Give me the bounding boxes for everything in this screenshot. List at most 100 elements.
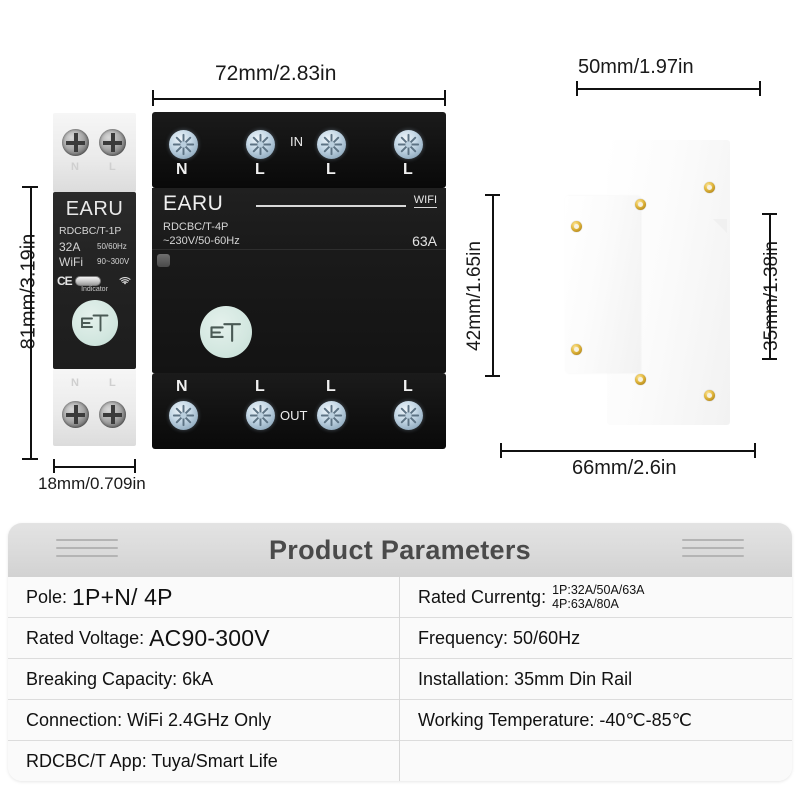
out-label-4p: OUT [280, 408, 308, 423]
param-value: AC90-300V [149, 624, 270, 651]
current-label-1p: 32A [59, 240, 81, 254]
et-logo-icon [210, 322, 242, 342]
terminal-block-top-4p: IN N L L L [152, 112, 446, 188]
param-row-breaking-capacity: Breaking Capacity: 6kA [8, 659, 399, 700]
parameters-body: Pole: 1P+N/ 4P Rated Voltage: AC90-300V … [8, 577, 792, 781]
brand-label-4p: EARU [163, 192, 224, 215]
dimension-tick [152, 90, 154, 106]
terminal-label-n-1p-bottom: N [71, 377, 79, 389]
param-row-empty [400, 741, 792, 781]
terminal-label-4p-top-2: L [255, 161, 265, 178]
screw-icon [571, 221, 582, 232]
dimension-tick [485, 194, 500, 196]
terminal-screw-icon [99, 401, 126, 428]
terminal-screw-icon [246, 401, 275, 430]
device-4p-diagram: IN N L L L EARU WIFI RDCBC/T-4P ~230V/50… [152, 112, 446, 449]
terminal-label-n-1p-top: N [71, 161, 79, 173]
dimension-tick [500, 443, 502, 458]
dimension-label-4p-width: 72mm/2.83in [215, 62, 337, 85]
led-indicator-window [75, 276, 101, 286]
parameters-column-right: Rated Currentg: 1P:32A/50A/63A 4P:63A/80… [400, 577, 792, 781]
terminal-label-4p-bottom-3: L [326, 378, 336, 395]
ce-mark-icon: CE [57, 274, 73, 288]
dimension-tick [762, 358, 777, 360]
terminal-label-4p-top-1: N [176, 161, 188, 178]
parameters-column-left: Pole: 1P+N/ 4P Rated Voltage: AC90-300V … [8, 577, 400, 781]
dimension-tick [53, 459, 55, 473]
param-row-connection: Connection: WiFi 2.4GHz Only [8, 700, 399, 741]
param-value-stacked: 1P:32A/50A/63A 4P:63A/80A [552, 583, 644, 611]
param-row-installation: Installation: 35mm Din Rail [400, 659, 792, 700]
param-key: Rated Currentg: [418, 586, 547, 607]
brand-divider-line [256, 205, 406, 207]
param-key: RDCBC/T App: Tuya/Smart Life [26, 750, 278, 771]
terminal-label-4p-bottom-2: L [255, 378, 265, 395]
dimension-tick [444, 90, 446, 106]
wifi-label-1p: WiFi [59, 255, 83, 269]
terminal-screw-icon [394, 401, 423, 430]
parameters-title: Product Parameters [268, 534, 531, 565]
in-label-4p: IN [290, 134, 303, 149]
dimension-line-1p-height [30, 186, 32, 458]
device-4p-header-panel: EARU WIFI RDCBC/T-4P ~230V/50-60Hz 63A [152, 188, 446, 250]
param-row-app: RDCBC/T App: Tuya/Smart Life [8, 741, 399, 781]
param-key: Installation: 35mm Din Rail [418, 668, 633, 689]
voltage-label-1p: 90~300V [97, 257, 130, 266]
terminal-label-l-1p-bottom: L [109, 377, 116, 389]
param-value-line2: 4P:63A/80A [552, 597, 619, 611]
terminal-screw-icon [169, 130, 198, 159]
device-1p-body: EARU RDCBC/T-1P 32A 50/60Hz WiFi 90~300V… [53, 192, 136, 369]
terminal-block-bottom-4p: N L L L OUT [152, 373, 446, 449]
param-row-rated-current: Rated Currentg: 1P:32A/50A/63A 4P:63A/80… [400, 577, 792, 618]
terminal-screw-icon [62, 129, 89, 156]
param-value-line1: 1P:32A/50A/63A [552, 583, 645, 597]
frequency-label-1p: 50/60Hz [97, 242, 127, 251]
terminal-screw-icon [394, 130, 423, 159]
reset-knob-4p[interactable] [157, 254, 170, 267]
param-value: 1P+N/ 4P [72, 583, 173, 610]
dimension-line-4p-width [152, 98, 446, 100]
decorative-lines-left [56, 539, 118, 563]
terminal-screw-icon [317, 130, 346, 159]
wifi-label-4p: WIFI [413, 194, 437, 208]
terminal-block-bottom-1p: N L [53, 369, 136, 446]
et-logo-button-4p[interactable] [200, 306, 252, 358]
model-label-1p: RDCBC/T-1P [59, 225, 122, 237]
param-key: Rated Voltage: [26, 627, 145, 648]
terminal-block-top-1p: N L [53, 113, 136, 192]
device-side-view [565, 140, 730, 425]
device-4p-body: EARU WIFI RDCBC/T-4P ~230V/50-60Hz 63A [152, 188, 446, 373]
product-parameters-panel: Product Parameters Pole: 1P+N/ 4P Rated … [8, 523, 792, 781]
dimension-label-side-top: 50mm/1.97in [578, 56, 694, 78]
terminal-screw-icon [169, 401, 198, 430]
dimension-tick [22, 458, 38, 460]
dimension-label-1p-height: 81mm/3.19in [17, 233, 40, 350]
terminal-label-l-1p-top: L [109, 161, 116, 173]
et-logo-button-1p[interactable] [72, 300, 118, 346]
device-1p-diagram: N L EARU RDCBC/T-1P 32A 50/60Hz WiFi 90~… [53, 113, 136, 446]
voltage-label-4p: ~230V/50-60Hz [163, 235, 240, 247]
et-logo-icon [81, 314, 109, 332]
param-row-pole: Pole: 1P+N/ 4P [8, 577, 399, 618]
param-row-working-temperature: Working Temperature: -40℃-85℃ [400, 700, 792, 741]
param-key: Connection: WiFi 2.4GHz Only [26, 709, 272, 730]
param-row-frequency: Frequency: 50/60Hz [400, 618, 792, 659]
brand-label-1p: EARU [65, 198, 124, 220]
dimension-label-side-left: 42mm/1.65in [464, 241, 485, 351]
decorative-lines-right [682, 539, 744, 563]
dimension-tick [576, 81, 578, 96]
certification-row-1p: CE Indicator [53, 272, 136, 296]
dimension-line-1p-width [53, 466, 136, 468]
dimension-tick [759, 81, 761, 96]
parameters-header: Product Parameters [8, 523, 792, 577]
screw-icon [571, 344, 582, 355]
dimension-tick [754, 443, 756, 458]
screw-icon [704, 390, 715, 401]
current-label-4p: 63A [412, 233, 437, 249]
wifi-icon [119, 277, 131, 285]
screw-icon [704, 182, 715, 193]
dimension-line-side-left [492, 194, 494, 375]
dimension-label-side-right: 35mm/1.38in [761, 241, 782, 351]
terminal-screw-icon [62, 401, 89, 428]
